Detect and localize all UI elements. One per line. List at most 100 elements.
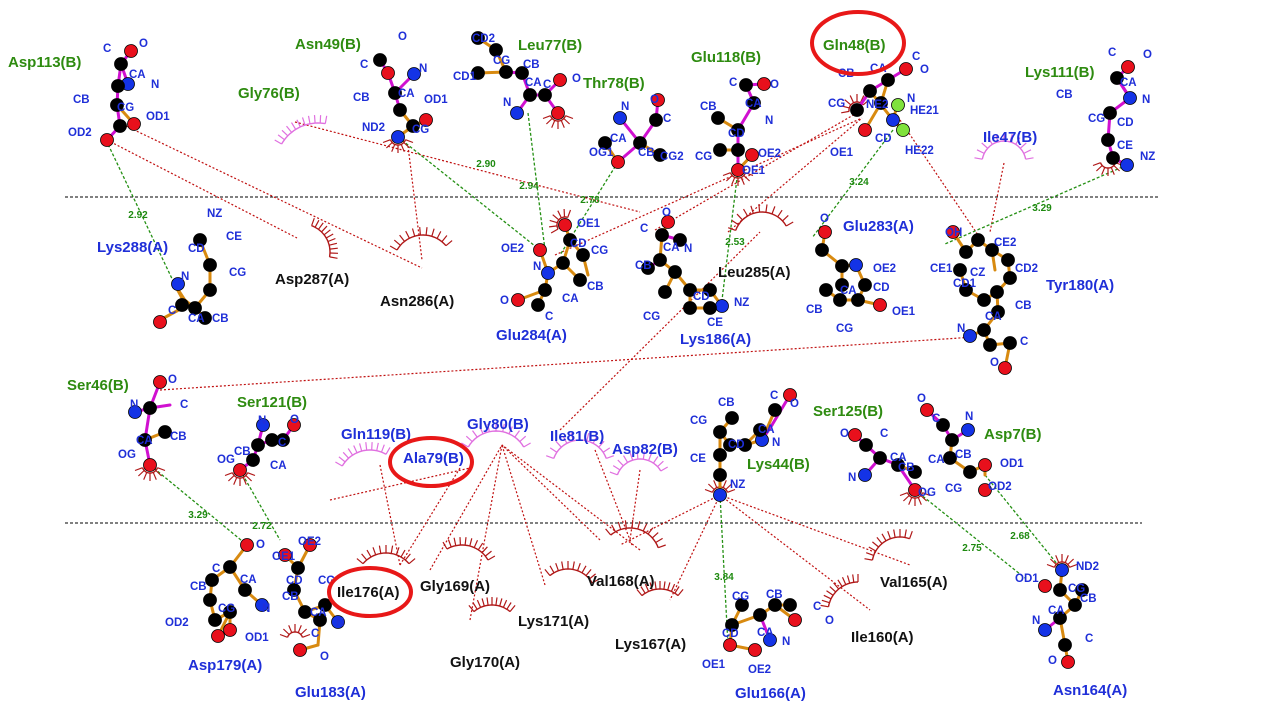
hbond-line <box>914 489 1026 579</box>
atom-label: CA <box>1048 605 1065 617</box>
contact-line <box>294 121 641 213</box>
hydrophobic-arc <box>396 234 447 251</box>
oxygen-atom <box>533 243 547 257</box>
hydrophobic-arc <box>286 631 304 638</box>
atom-label: C <box>729 77 737 89</box>
atom-label: NZ <box>730 479 745 491</box>
residue-label-ser46b: Ser46(B) <box>67 377 129 394</box>
hydrophobic-arc <box>341 449 387 467</box>
atom-label: OH <box>945 227 962 239</box>
hbond-distance: 3.84 <box>714 572 734 583</box>
atom-label: C <box>1020 336 1028 348</box>
oxygen-atom <box>551 106 565 120</box>
nitrogen-atom <box>256 418 270 432</box>
atom-label: HE22 <box>905 145 934 157</box>
contact-line <box>399 467 461 566</box>
hbond-distance: 2.75 <box>962 543 982 554</box>
carbon-atom <box>515 66 529 80</box>
atom-label: N <box>1032 615 1040 627</box>
atom-label: CE1 <box>930 263 953 275</box>
atom-label: O <box>820 213 829 225</box>
atom-label: C <box>168 305 176 317</box>
carbon-atom <box>881 73 895 87</box>
residue-label-lys167a: Lys167(A) <box>615 636 686 653</box>
nitrogen-atom <box>763 633 777 647</box>
nitrogen-atom <box>713 488 727 502</box>
atom-label: CA <box>840 285 857 297</box>
carbon-atom <box>833 293 847 307</box>
atom-label: CZ <box>970 267 985 279</box>
carbon-atom <box>203 258 217 272</box>
hbond-line <box>239 469 281 541</box>
atom-label: O <box>662 207 671 219</box>
atom-label: CE <box>1117 140 1133 152</box>
atom-label: CB <box>955 449 972 461</box>
carbon-atom <box>683 301 697 315</box>
atom-label: N <box>130 399 138 411</box>
hydrophobic-arc-spokes <box>224 472 256 486</box>
atom-label: CD <box>1117 117 1134 129</box>
atom-label: N <box>151 79 159 91</box>
atom-label: CD <box>188 243 205 255</box>
carbon-atom <box>768 403 782 417</box>
contact-line <box>619 494 721 546</box>
atom-label: C <box>880 428 888 440</box>
atom-label: CD <box>875 133 892 145</box>
nitrogen-atom <box>613 111 627 125</box>
atom-label: OE1 <box>892 306 916 318</box>
carbon-atom <box>251 438 265 452</box>
atom-label: CB <box>212 313 229 325</box>
atom-label: C <box>103 43 111 55</box>
residue-label-ile47b: Ile47(B) <box>983 129 1037 146</box>
nitrogen-atom <box>1038 623 1052 637</box>
atom-label: CD2 <box>472 33 495 45</box>
contact-line <box>469 444 503 621</box>
hydrophobic-arc-spokes <box>544 561 600 584</box>
hydrophobic-arc-spokes <box>542 115 574 129</box>
atom-label: N <box>258 415 266 427</box>
hydrophobic-arc-spokes <box>609 451 669 476</box>
carbon-atom <box>175 298 189 312</box>
hydrophobic-arc <box>467 430 525 448</box>
atom-label: N <box>1142 94 1150 106</box>
hydrophobic-arc-spokes <box>134 467 166 481</box>
residue-label-asp82b: Asp82(B) <box>612 441 678 458</box>
atom-label: CB <box>587 281 604 293</box>
carbon-atom <box>198 311 212 325</box>
atom-label: OD2 <box>165 617 189 629</box>
contact-line <box>594 449 633 546</box>
atom-label: OG <box>217 454 235 466</box>
nitrogen-atom <box>391 130 405 144</box>
oxygen-atom <box>419 113 433 127</box>
atom-label: CG <box>218 603 235 615</box>
oxygen-atom <box>651 93 665 107</box>
oxygen-atom <box>748 643 762 657</box>
atom-label: CB <box>1080 593 1097 605</box>
carbon-atom <box>576 248 590 262</box>
oxygen-atom <box>783 388 797 402</box>
highlight-circle-ile176a <box>327 566 413 618</box>
atom-label: CG <box>229 267 246 279</box>
residue-label-ile160a: Ile160(A) <box>851 629 914 646</box>
contact-line <box>669 494 721 601</box>
hbond-distance: 2.53 <box>725 237 745 248</box>
highlight-circle-gln48b <box>810 10 906 76</box>
carbon-atom <box>713 468 727 482</box>
residue-label-lys171a: Lys171(A) <box>518 613 589 630</box>
residue-label-asn49b: Asn49(B) <box>295 36 361 53</box>
contact-line <box>429 444 503 571</box>
carbon-atom <box>858 278 872 292</box>
oxygen-atom <box>223 623 237 637</box>
hydrophobic-arc-spokes <box>722 172 754 186</box>
oxygen-atom <box>127 117 141 131</box>
labels-layer: 2.922.902.942.782.533.243.293.292.723.84… <box>8 31 1155 702</box>
carbon-atom <box>489 43 503 57</box>
hydrophobic-arc-spokes <box>279 624 311 638</box>
carbon-atom <box>1106 151 1120 165</box>
atom-label: C <box>543 79 551 91</box>
atom-label: N <box>262 603 270 615</box>
atom-label: CG <box>836 323 853 335</box>
atom-label: CA <box>398 88 415 100</box>
oxygen-atom <box>978 458 992 472</box>
residue-label-ile176a: Ile176(A) <box>337 584 400 601</box>
